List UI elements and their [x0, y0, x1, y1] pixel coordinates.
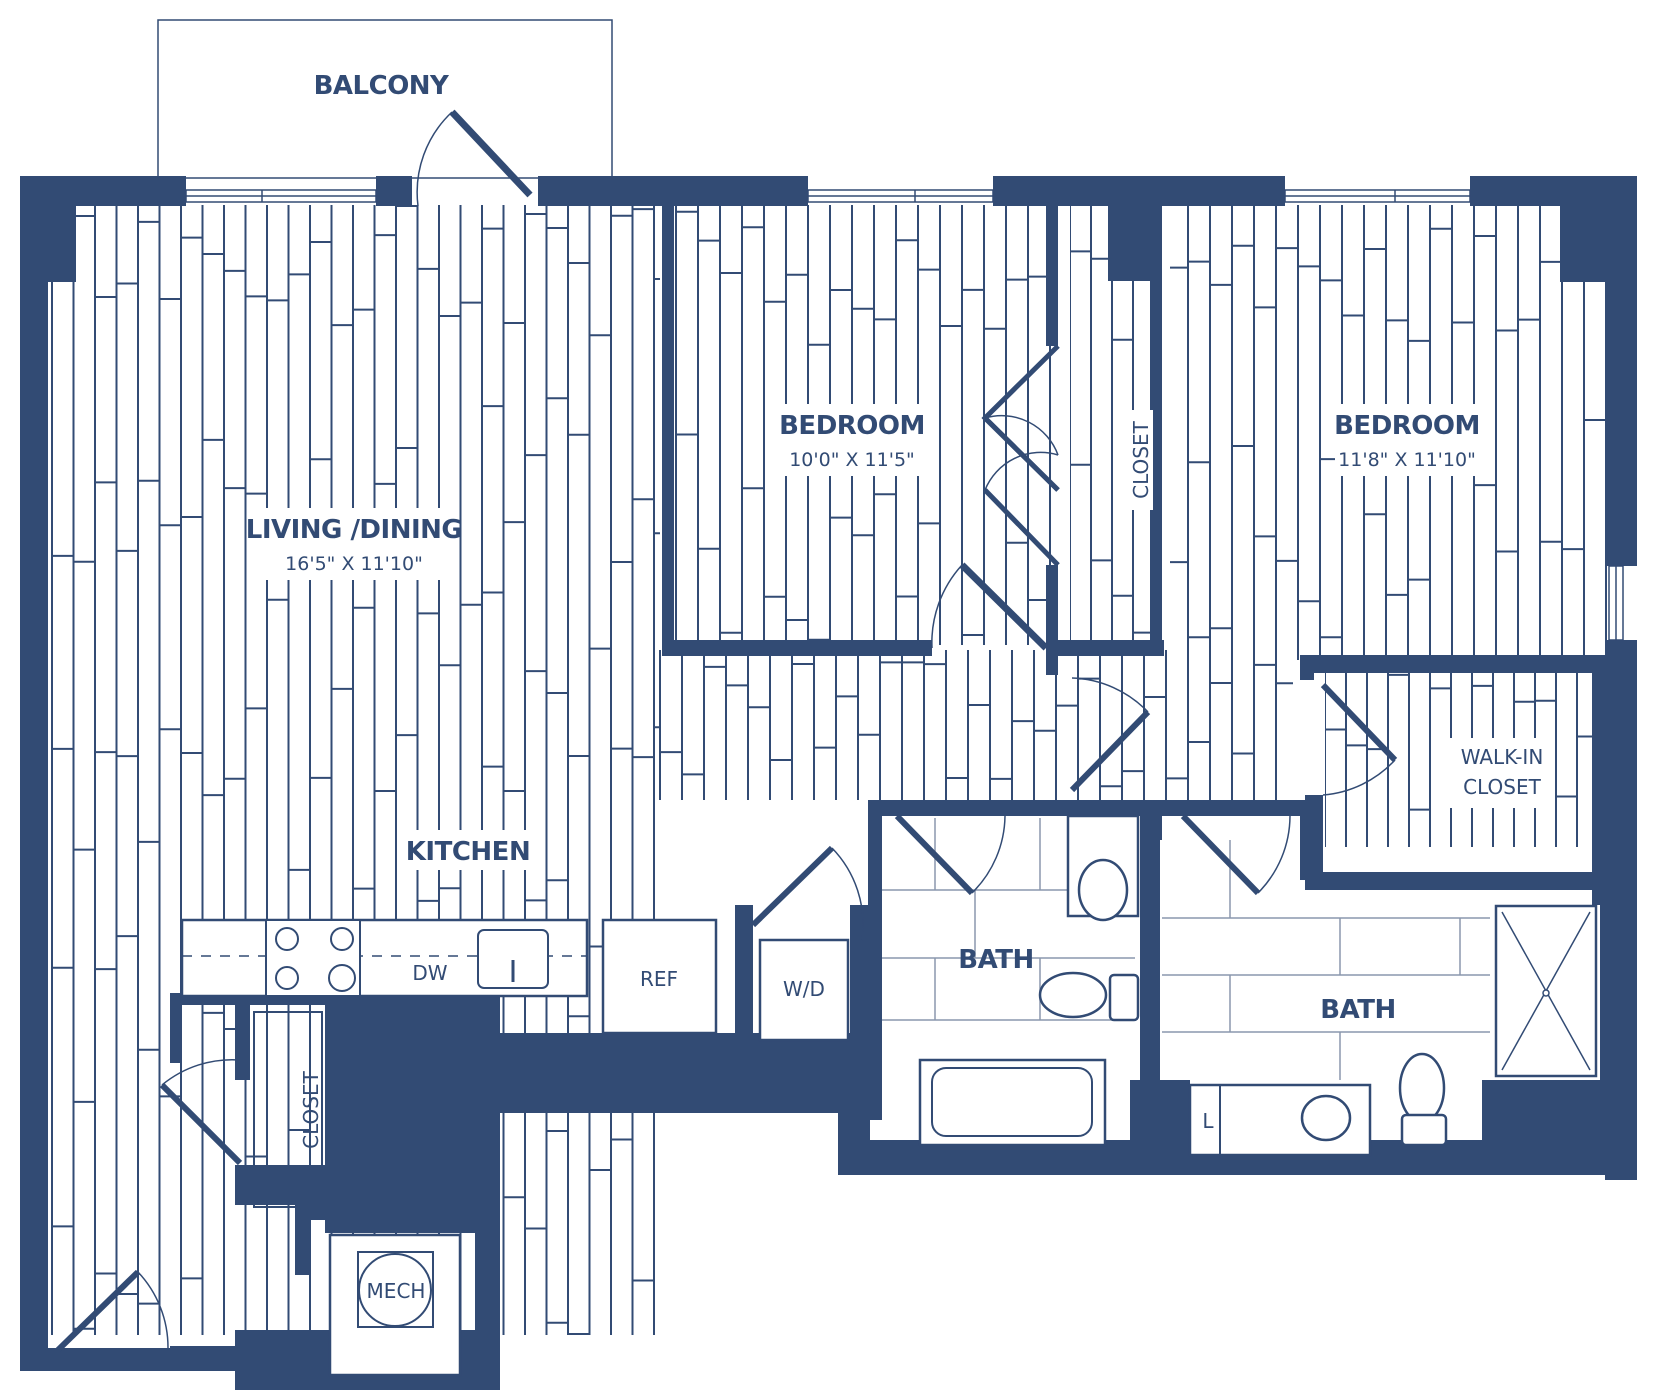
room-labels: BALCONY LIVING /DINING 16'5" X 11'10" BE… [246, 62, 1555, 1303]
bath1-label: BATH [958, 945, 1033, 975]
doors [55, 109, 1398, 1353]
dishwasher-label: DW [412, 961, 447, 985]
bath2-tiles [1162, 840, 1490, 1080]
refrigerator [601, 918, 718, 1035]
kitchen-sink [477, 929, 549, 989]
walls [20, 176, 1637, 1390]
kitchen-counter [180, 918, 850, 1042]
bedroom1-label: BEDROOM [779, 411, 925, 441]
bath2-fixtures [1188, 904, 1598, 1157]
bedroom2-dims: 11'8" X 11'10" [1338, 449, 1476, 471]
bedroom2-label: BEDROOM [1334, 411, 1480, 441]
washer-dryer [758, 938, 850, 1042]
bath2-toilet [1398, 1052, 1446, 1124]
entry-closet-label: CLOSET [299, 1070, 323, 1148]
cooktop [265, 919, 361, 997]
bath1-fixtures [918, 814, 1140, 1147]
entry-closet-box [253, 1011, 323, 1208]
mech-label: MECH [367, 1279, 426, 1303]
kitchen-label: KITCHEN [406, 837, 530, 867]
living-label: LIVING /DINING [246, 515, 462, 545]
walkin-label-1: WALK-IN [1461, 745, 1544, 769]
refrigerator-label: REF [640, 967, 678, 991]
living-dims: 16'5" X 11'10" [285, 553, 423, 575]
balcony-label: BALCONY [314, 71, 450, 101]
bedroom1-floor-planks [675, 205, 1051, 645]
mech-unit [328, 1233, 462, 1377]
living-floor-planks [51, 205, 660, 1335]
windows [185, 189, 1624, 641]
hall-floor-planks [659, 650, 1293, 800]
bedroom-closet-label: CLOSET [1129, 420, 1153, 498]
linen-label: L [1202, 1109, 1214, 1133]
walkin-label-2: CLOSET [1463, 775, 1541, 799]
bath2-label: BATH [1320, 995, 1395, 1025]
washer-dryer-label: W/D [783, 977, 825, 1001]
bath1-toilet [1038, 971, 1108, 1019]
bedroom1-dims: 10'0" X 11'5" [789, 449, 915, 471]
